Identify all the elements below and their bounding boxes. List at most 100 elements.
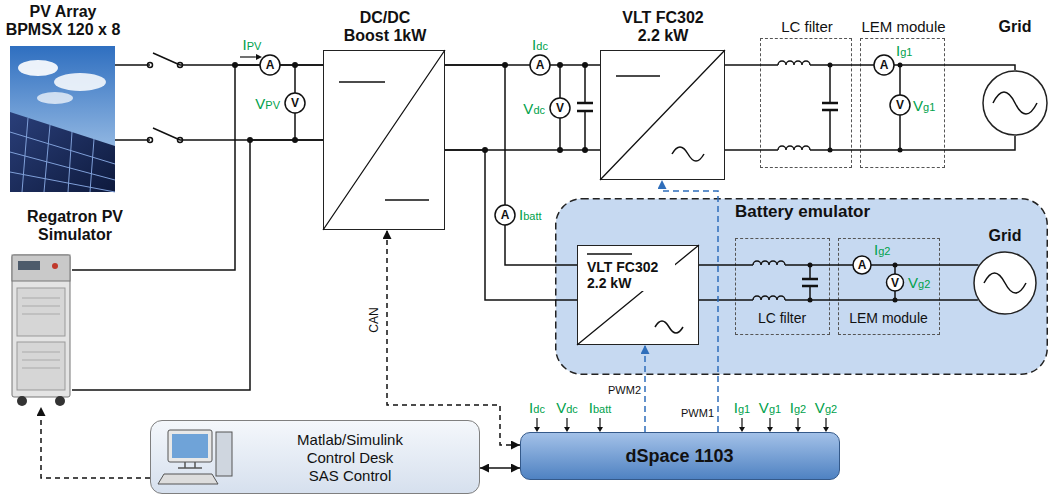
pv-array-picture-part-part xyxy=(10,112,115,192)
pv-simulator-picture: Regatron PV Simulator xyxy=(10,252,72,407)
pv-simulator-picture-part-part xyxy=(18,261,40,270)
node-label: Matlab/Simulink Control Desk SAS Control xyxy=(293,431,407,485)
text-holder: Vg1 xyxy=(913,97,943,116)
power-wire xyxy=(852,65,860,150)
pv-simulator-picture-part-part xyxy=(52,263,58,269)
meter-symbol: A xyxy=(852,257,872,273)
computer-box-part-part xyxy=(168,430,212,462)
power-wire xyxy=(725,65,760,150)
sensor-box-part-part xyxy=(897,147,902,152)
text-holder: LC filter xyxy=(751,18,863,36)
inverter-box: VLT FC302 2.2 kW xyxy=(577,245,699,345)
pv-simulator-picture-part-part xyxy=(17,396,27,406)
pv-array-picture-part-part xyxy=(37,92,73,104)
inverter-box-part-part xyxy=(672,147,704,161)
signal-label: Vdc xyxy=(515,100,545,119)
controller-box: dSpace 1103 xyxy=(520,432,840,480)
node-label: dSpace 1103 xyxy=(521,445,838,467)
filter-box: LC filter xyxy=(735,238,830,335)
meter-symbol: V xyxy=(550,100,570,116)
signal-label: Vdc xyxy=(549,399,585,418)
text-holder: Ig1 xyxy=(896,42,926,61)
inverter-box-part xyxy=(600,50,725,180)
sensor-box-part-part xyxy=(838,265,940,300)
text-holder: LEM module xyxy=(839,310,938,326)
text-holder: LEM module xyxy=(846,18,961,36)
converter-box: DC/DC Boost 1kW xyxy=(323,50,445,230)
text-holder: VPV xyxy=(240,95,280,114)
signal-arrow xyxy=(534,418,829,432)
text-holder: Ig2 xyxy=(874,241,904,260)
filter-box: LC filter xyxy=(760,38,852,168)
grid-source-part-part xyxy=(974,252,1036,314)
grid-source-part-part xyxy=(984,273,1026,293)
signal-label: Ig2 xyxy=(780,399,816,418)
meter-symbol: A xyxy=(530,57,550,73)
meter-symbol: V xyxy=(890,97,910,113)
sensor-box-part-part xyxy=(860,65,945,150)
pv-array-picture-part-part xyxy=(54,73,106,91)
signal-label: IPV xyxy=(232,36,272,55)
text-holder: LC filter xyxy=(736,310,828,326)
signal-label: Ig2 xyxy=(874,241,904,260)
computer-box-part-part xyxy=(178,462,202,468)
node-label: Grid xyxy=(965,227,1045,245)
text-holder: A xyxy=(852,257,872,273)
filter-box-part-part xyxy=(807,297,812,302)
capacitor-symbol-part xyxy=(584,65,586,150)
pv-simulator-picture-part xyxy=(10,252,72,407)
grid-source: Grid xyxy=(982,70,1048,136)
can-link xyxy=(387,230,520,445)
edge-label: PWM2 xyxy=(601,383,641,397)
signal-label: VPV xyxy=(240,95,280,114)
meter-symbol: A xyxy=(874,57,894,73)
text-holder: Vg1 xyxy=(752,399,788,418)
text-holder: Idc xyxy=(520,36,560,55)
sensor-box-part-part xyxy=(890,95,910,115)
signal-label: Vg2 xyxy=(808,399,844,418)
meter-circle-part xyxy=(495,205,515,225)
text-holder: Idc xyxy=(519,399,555,418)
text-holder: Ig1 xyxy=(724,399,760,418)
text-holder: PWM2 xyxy=(601,383,641,397)
filter-box-part xyxy=(760,38,852,168)
filter-box-part-part xyxy=(827,62,832,67)
grid-source-part xyxy=(973,251,1037,315)
text-holder: PWM1 xyxy=(674,406,714,420)
grid-source: Grid xyxy=(973,251,1037,315)
filter-box-part-part xyxy=(735,261,830,300)
pv-simulator-picture-part-part xyxy=(12,255,70,281)
text-holder: Vg2 xyxy=(808,399,844,418)
grid-source-part xyxy=(982,70,1048,136)
edge-label: PWM1 xyxy=(674,406,714,420)
filter-box-part-part xyxy=(827,147,832,152)
power-wire xyxy=(445,65,600,150)
inverter-box: VLT FC302 2.2 kW xyxy=(600,50,725,180)
control-link xyxy=(41,407,150,478)
filter-box-part-part xyxy=(802,279,818,286)
computer-box-part-part xyxy=(172,434,208,458)
sensor-box-part-part xyxy=(892,262,897,267)
pv-simulator-picture-part-part xyxy=(22,298,60,368)
pv-simulator-picture-part-part xyxy=(17,342,65,390)
node-label: VLT FC302 2.2 kW xyxy=(587,259,675,291)
emulator-region-part-part xyxy=(556,199,1048,375)
current-arrow xyxy=(240,54,262,60)
signal-label: Idc xyxy=(520,36,560,55)
meter-symbol: V xyxy=(885,275,905,291)
text-holder: V xyxy=(285,95,305,111)
sensor-box-part-part xyxy=(897,62,902,67)
inverter-box-part-part xyxy=(655,321,683,333)
pv-array-picture-part xyxy=(10,46,115,192)
signal-label: Vg1 xyxy=(913,97,943,116)
node-label: Battery emulator xyxy=(735,202,935,222)
meter-symbol: A xyxy=(495,207,515,223)
node-label: Grid xyxy=(975,18,1055,36)
node-label: PV Array BPMSX 120 x 8 xyxy=(3,3,123,39)
node-label: DC/DC Boost 1kW xyxy=(337,9,433,45)
signal-label: Ibatt xyxy=(582,399,618,418)
text-holder: A xyxy=(874,57,894,73)
meter-circle-part xyxy=(550,98,570,118)
node-label: Regatron PV Simulator xyxy=(5,208,145,244)
